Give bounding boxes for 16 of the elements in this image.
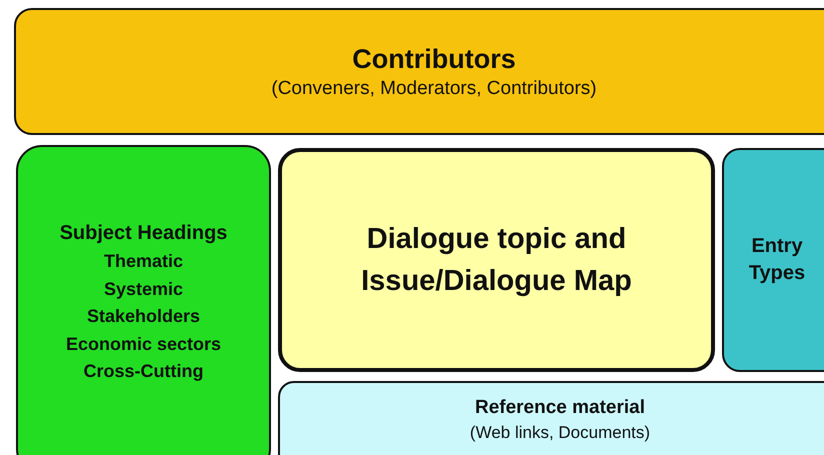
list-item: Cross-Cutting [84, 360, 204, 384]
list-item: Systemic [104, 278, 184, 301]
list-item: Stakeholders [86, 305, 200, 328]
list-item: Thematic [104, 250, 184, 273]
heading: Dialogue topic and Issue/Dialogue Map [360, 222, 633, 299]
list-item: Economic sectors [66, 332, 222, 356]
contributors-banner [14, 8, 824, 135]
subject-headings-panel [16, 145, 271, 455]
dialogue-topic-box [278, 148, 715, 372]
subheading: (Conveners, Moderators, Contributors) [271, 77, 597, 102]
subheading: (Web links, Documents) [470, 422, 650, 444]
heading: Contributors [352, 42, 516, 76]
heading: Reference material [474, 396, 646, 420]
heading: Entry Types [748, 234, 806, 286]
entry-types-box [722, 148, 824, 372]
heading: Subject Headings [60, 221, 228, 246]
